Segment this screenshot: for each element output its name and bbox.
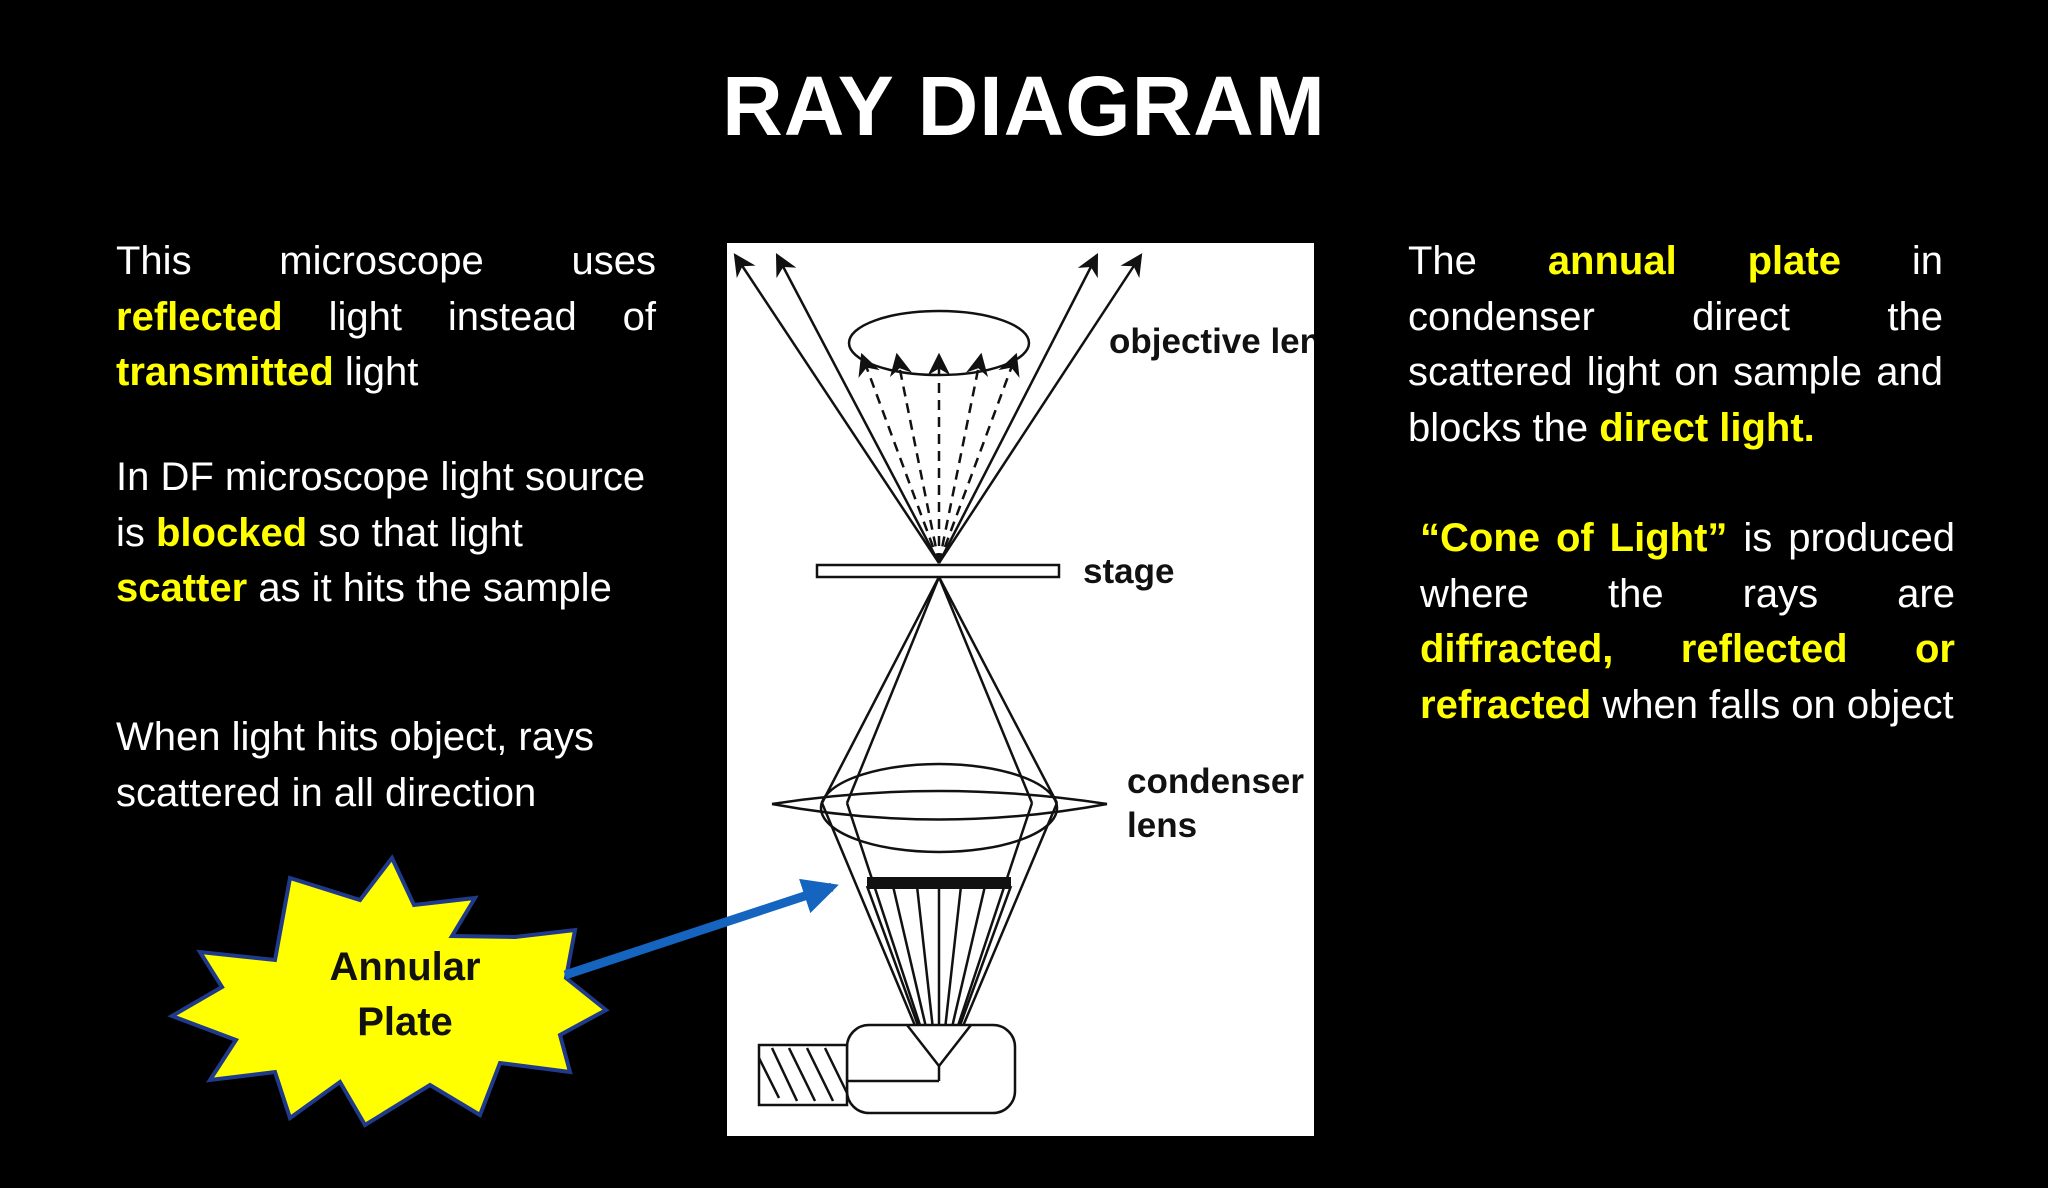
label-condenser: condenser	[1127, 762, 1304, 801]
highlight-reflected: reflected	[116, 294, 283, 339]
stage-slide	[815, 563, 1061, 579]
text-span: The	[1408, 239, 1548, 283]
annular-plate-shape	[867, 877, 1011, 889]
condenser-lens-rim	[771, 789, 1108, 806]
highlight-diffracted-reflected-refracted: diffracted, reflected or refracted	[1420, 627, 1955, 727]
text-span: When light hits object, rays scattered i…	[116, 715, 594, 815]
text-span: In DF microscope light source is	[116, 455, 646, 555]
highlight-transmitted: transmitted	[116, 350, 334, 394]
lamp-thread	[823, 1047, 849, 1094]
scattered-ray	[937, 352, 1020, 564]
ray-line	[775, 253, 941, 564]
condenser-lens-rim	[771, 802, 1108, 821]
text-span: so that light	[307, 510, 523, 555]
highlight-scatter: scatter	[116, 566, 248, 610]
cone-ray	[845, 576, 941, 804]
text-span: light instead of	[282, 294, 656, 339]
label-objective-lens: objective lens	[1109, 322, 1314, 361]
text-span: when falls on object	[1591, 682, 1954, 727]
scattered-ray	[937, 352, 989, 564]
callout-label: Annular Plate	[300, 940, 510, 1050]
text-span: This microscope uses	[116, 239, 656, 283]
ray-line	[937, 253, 1143, 564]
cone-ray	[820, 576, 941, 804]
text-span: light	[333, 350, 419, 394]
label-stage: stage	[1083, 552, 1174, 591]
label-lens: lens	[1127, 806, 1197, 845]
cone-ray	[937, 576, 1034, 804]
scattered-ray	[889, 352, 941, 564]
cone-ray	[937, 576, 1059, 804]
lamp-thread	[770, 1047, 799, 1102]
highlight-blocked: blocked	[156, 510, 308, 555]
highlight-direct-light: direct light.	[1599, 405, 1815, 450]
right-paragraph-cone-of-light: “Cone of Light” is produced where the ra…	[1420, 511, 1955, 733]
right-paragraph-annual-plate: The annual plate in condenser direct the…	[1408, 234, 1943, 456]
objective-lens-shape	[847, 309, 1031, 377]
left-paragraph-df-microscope: In DF microscope light source is blocked…	[116, 450, 656, 617]
highlight-cone-of-light: “Cone of Light”	[1420, 516, 1728, 560]
cone-ray	[906, 1024, 940, 1067]
text-span: in condenser direct the scattered light …	[1408, 239, 1943, 450]
lamp-thread	[757, 1057, 781, 1099]
ray-diagram-figure: objective lens stage condenser lens	[727, 243, 1314, 1136]
text-span: as it hits the sample	[247, 566, 612, 610]
ray-line	[937, 252, 1099, 564]
text-span: is produced where the rays are	[1420, 516, 1955, 616]
callout-line-annular: Annular	[329, 945, 481, 989]
cone-ray	[938, 1024, 972, 1067]
left-paragraph-reflected: This microscope uses reflected light ins…	[116, 234, 656, 401]
left-paragraph-light-hits-object: When light hits object, rays scattered i…	[116, 710, 676, 821]
condenser-lens-shape	[819, 762, 1059, 854]
slide-title: RAY DIAGRAM	[722, 59, 1326, 153]
callout-line-plate: Plate	[357, 1000, 453, 1044]
ray-line	[733, 253, 941, 564]
highlight-annual-plate: annual plate	[1547, 239, 1841, 283]
ray-diagram-svg: objective lens stage condenser lens	[733, 252, 1314, 1115]
lamp-thread	[805, 1047, 835, 1102]
scattered-ray	[858, 352, 941, 564]
lamp-thread	[787, 1047, 817, 1102]
lamp-bulb	[845, 1023, 1017, 1115]
